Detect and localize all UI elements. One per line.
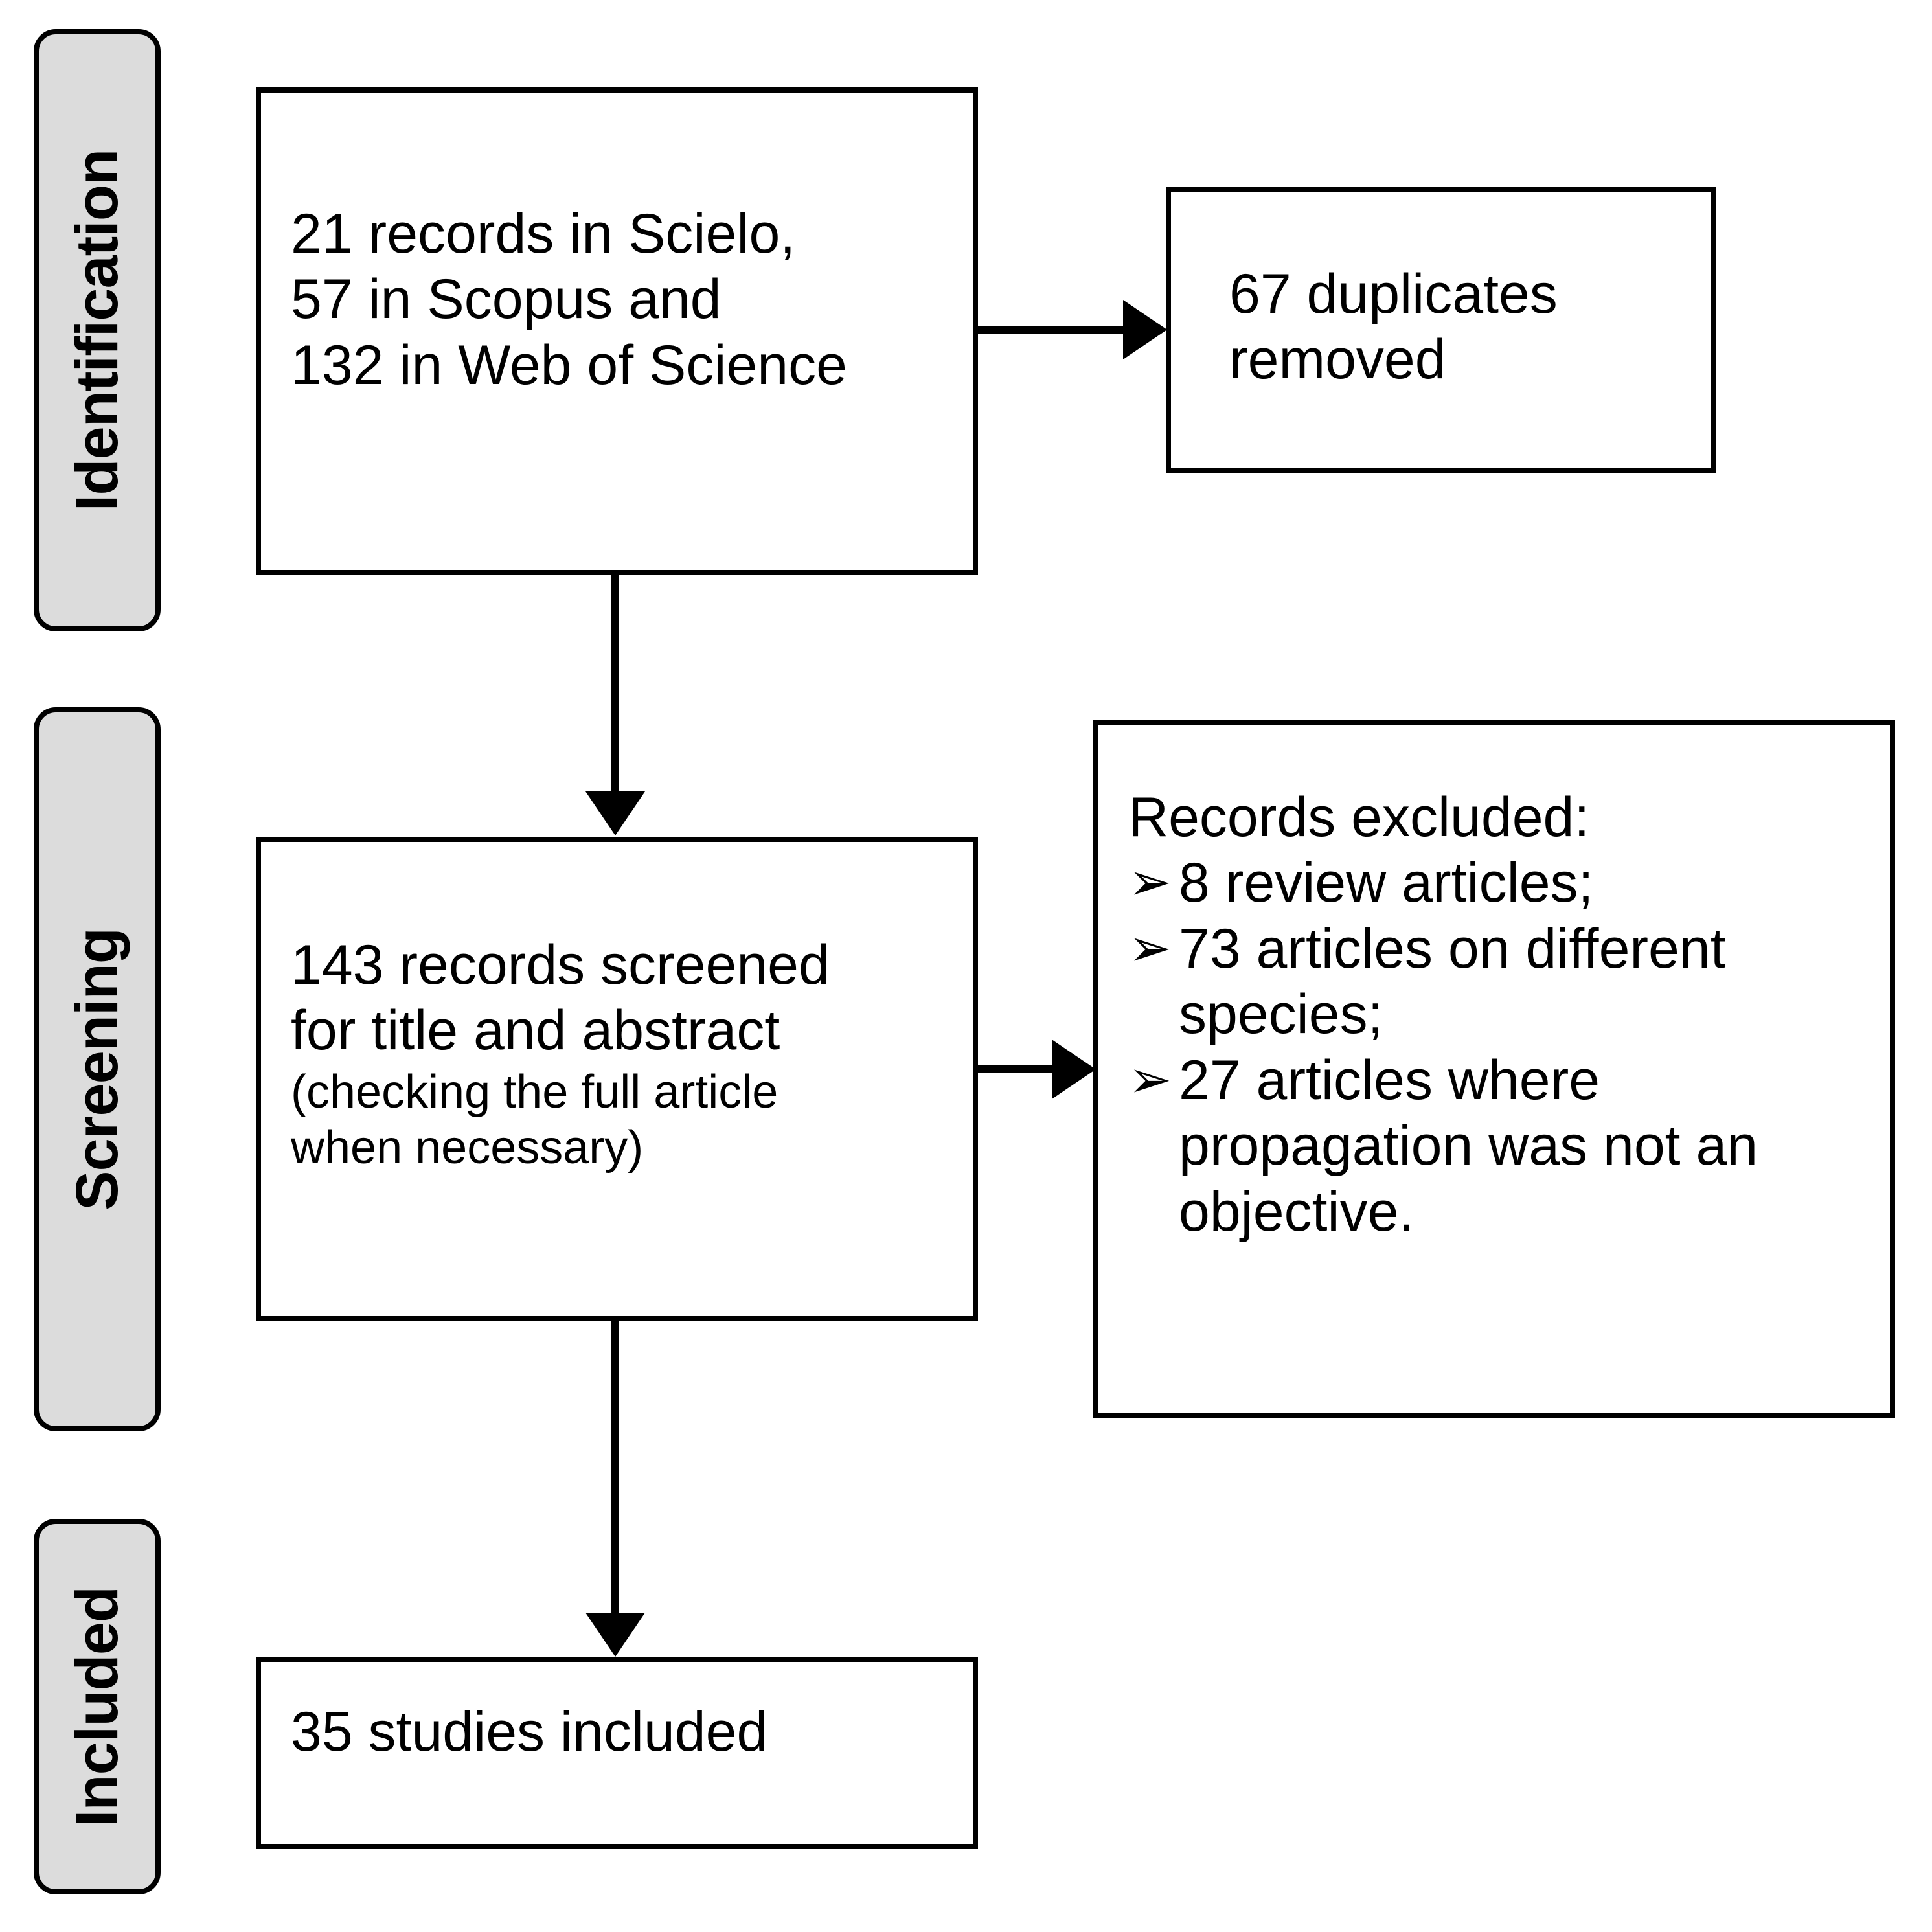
records-excluded-item-2-line-1: 73 articles on different [1179,917,1726,980]
connector-identified-to-screened-line [611,575,619,794]
stage-label-included: Included [64,1586,130,1827]
records-excluded-item-2-text: 73 articles on different species; [1179,916,1877,1048]
duplicates-removed-line-1: 67 duplicates [1229,263,1558,325]
stage-label-identification: Identification [64,149,131,512]
studies-included-line-1: 35 studies included [291,1701,768,1763]
box-records-excluded: Records excluded: ➢ 8 review articles; ➢… [1093,720,1895,1418]
records-screened-subnote-line-1: (checking the full article [291,1065,778,1118]
records-screened-subnote-line-2: when necessary) [291,1122,644,1174]
records-excluded-item-2-line-2: species; [1179,983,1383,1046]
connector-screened-to-included-line [611,1321,619,1614]
records-screened-line-1: 143 records screened [291,934,830,996]
stage-pill-included: Included [34,1519,161,1894]
connector-identified-to-duplicates-arrowhead [1123,300,1167,359]
records-excluded-item-3-line-1: 27 articles where [1179,1049,1600,1111]
box-studies-included: 35 studies included [256,1657,978,1849]
connector-screened-to-included-arrowhead [585,1613,645,1657]
box-records-excluded-text: Records excluded: ➢ 8 review articles; ➢… [1128,785,1877,1245]
box-records-identified: 21 records in Scielo, 57 in Scopus and 1… [256,87,978,575]
duplicates-removed-line-2: removed [1229,328,1446,391]
connector-identified-to-screened-arrowhead [585,791,645,835]
records-excluded-item-3-line-3: objective. [1179,1180,1415,1243]
records-screened-line-2: for title and abstract [291,999,780,1062]
records-identified-line-2: 57 in Scopus and [291,268,722,331]
records-excluded-item-1: ➢ 8 review articles; [1128,850,1877,916]
records-excluded-item-3-text: 27 articles where propagation was not an… [1179,1048,1877,1245]
box-duplicates-removed: 67 duplicates removed [1166,187,1716,473]
bullet-arrow-icon: ➢ [1128,853,1172,911]
connector-identified-to-duplicates-line [978,326,1128,334]
bullet-arrow-icon: ➢ [1128,1050,1172,1108]
stage-label-screening: Screening [64,928,131,1210]
box-records-screened-text: 143 records screened for title and abstr… [291,933,957,1176]
box-records-screened: 143 records screened for title and abstr… [256,837,978,1321]
connector-screened-to-excluded-line [978,1065,1057,1073]
connector-screened-to-excluded-arrowhead [1052,1040,1096,1099]
box-studies-included-text: 35 studies included [291,1699,957,1765]
records-excluded-item-1-line-1: 8 review articles; [1179,852,1594,915]
stage-pill-identification: Identification [34,29,161,631]
records-excluded-heading: Records excluded: [1128,786,1590,848]
records-excluded-item-3: ➢ 27 articles where propagation was not … [1128,1048,1877,1245]
records-excluded-item-2: ➢ 73 articles on different species; [1128,916,1877,1048]
bullet-arrow-icon: ➢ [1128,918,1172,977]
stage-pill-screening: Screening [34,707,161,1431]
records-identified-line-1: 21 records in Scielo, [291,203,796,265]
records-excluded-item-1-text: 8 review articles; [1179,850,1877,916]
records-identified-line-3: 132 in Web of Science [291,334,847,396]
box-duplicates-removed-text: 67 duplicates removed [1229,262,1696,393]
records-excluded-item-3-line-2: propagation was not an [1179,1115,1758,1177]
box-records-identified-text: 21 records in Scielo, 57 in Scopus and 1… [291,201,957,398]
